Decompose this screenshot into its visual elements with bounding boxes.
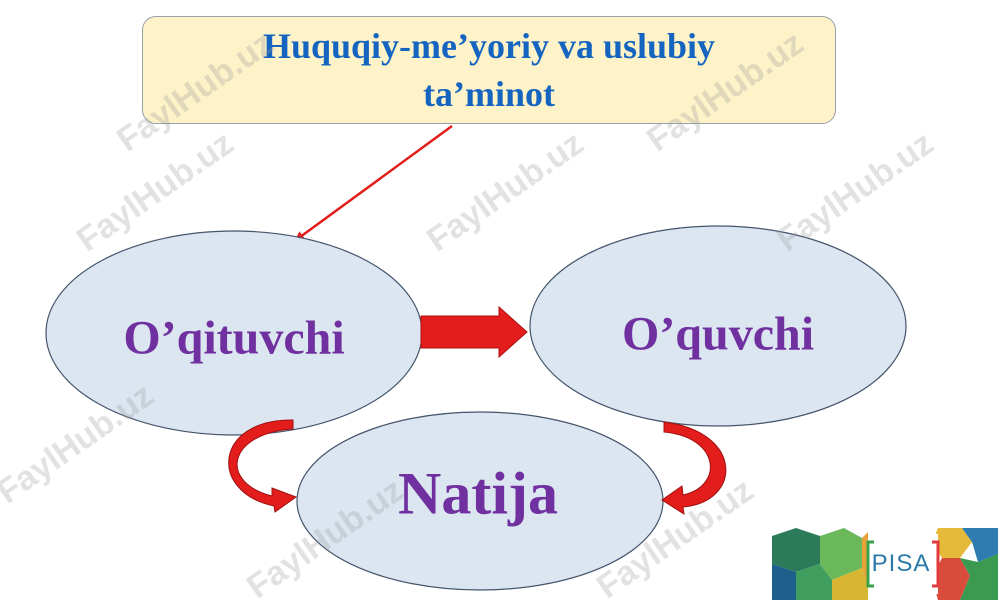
student-label: O’quvchi <box>621 307 815 361</box>
teacher-to-student-arrow <box>420 305 528 359</box>
pisa-logo-text: PISA <box>871 550 931 577</box>
title-text: Huquqiy-me’yoriy va uslubiy ta’minot <box>263 22 715 118</box>
teacher-to-result-curved-arrow <box>228 419 298 513</box>
teacher-label: O’qituvchi <box>123 311 345 365</box>
title-box: Huquqiy-me’yoriy va uslubiy ta’minot <box>142 16 836 124</box>
pisa-logo <box>772 528 998 600</box>
title-line-2: ta’minot <box>423 74 555 114</box>
student-to-result-curved-arrow <box>661 421 727 516</box>
title-line-1: Huquqiy-me’yoriy va uslubiy <box>262 26 716 66</box>
result-label: Natija <box>398 460 558 527</box>
title-to-teacher-arrow <box>294 124 453 242</box>
student-ellipse <box>529 225 907 427</box>
